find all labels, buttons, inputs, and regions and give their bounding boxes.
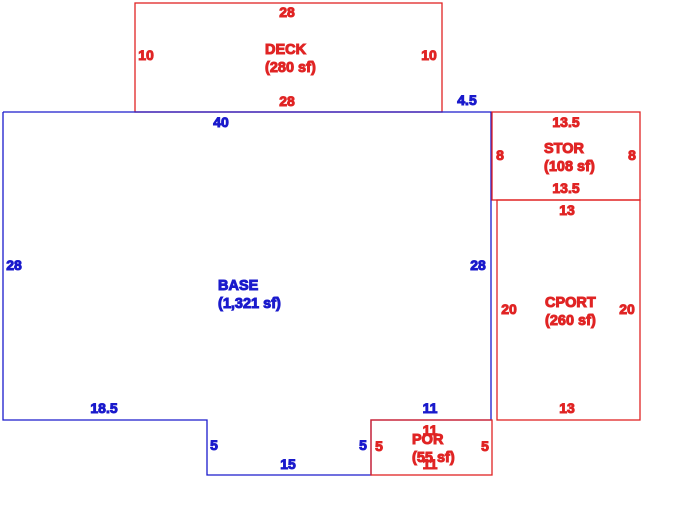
- base-dim-notch-right: 5: [359, 437, 367, 453]
- deck-dim-left: 10: [138, 47, 154, 63]
- base-dim-notch-left: 5: [210, 437, 218, 453]
- por-dim-top: 11: [423, 422, 438, 438]
- base-dim-notch-bottom: 15: [280, 456, 296, 472]
- por-area: 11 5 5 POR 11 (55 sf): [370, 419, 493, 476]
- cport-dim-bottom: 13: [559, 400, 575, 416]
- por-outline: [370, 419, 493, 476]
- stor-area: 13.5 8 8 STOR (108 sf) 13.5: [491, 111, 641, 201]
- base-label: BASE: [218, 278, 259, 294]
- base-dim-right: 28: [470, 257, 486, 273]
- base-dim-bottom-right: 11: [423, 400, 438, 416]
- base-dim-top: 40: [213, 114, 229, 130]
- stor-size: (108 sf): [544, 159, 595, 175]
- deck-area: 28 10 10 DECK (280 sf) 28: [134, 2, 443, 113]
- stor-dim-left: 8: [496, 147, 504, 163]
- deck-dim-right: 10: [421, 47, 437, 63]
- stor-dim-bottom: 13.5: [552, 180, 579, 196]
- cport-dim-right: 20: [619, 301, 635, 317]
- cport-outline: [496, 199, 641, 421]
- cport-label: CPORT: [545, 295, 596, 311]
- deck-size: (280 sf): [265, 60, 316, 76]
- por-size: (55 sf): [412, 450, 455, 466]
- por-dim-left: 5: [375, 438, 383, 454]
- deck-dim-bottom: 28: [279, 93, 295, 109]
- cport-dim-top: 13: [559, 202, 575, 218]
- stor-dim-top: 13.5: [552, 114, 579, 130]
- deck-label: DECK: [265, 42, 307, 58]
- deck-dim-top: 28: [279, 4, 295, 20]
- por-dim-right: 5: [481, 438, 489, 454]
- base-size: (1,321 sf): [218, 296, 281, 312]
- stor-label: STOR: [544, 141, 585, 157]
- stor-dim-right: 8: [628, 147, 636, 163]
- cport-area: 13 20 20 CPORT (260 sf) 13: [496, 199, 641, 421]
- por-dim-bottom: 11: [423, 456, 438, 472]
- cport-size: (260 sf): [545, 313, 596, 329]
- base-dim-left: 28: [6, 257, 22, 273]
- cport-dim-left: 20: [501, 301, 517, 317]
- base-dim-corner-offset: 4.5: [457, 92, 477, 108]
- base-dim-bottom-left: 18.5: [90, 400, 117, 416]
- base-area: 4.5 40 28 28 BASE (1,321 sf) 18.5 11 5 5…: [2, 92, 492, 476]
- por-label: POR: [412, 432, 444, 448]
